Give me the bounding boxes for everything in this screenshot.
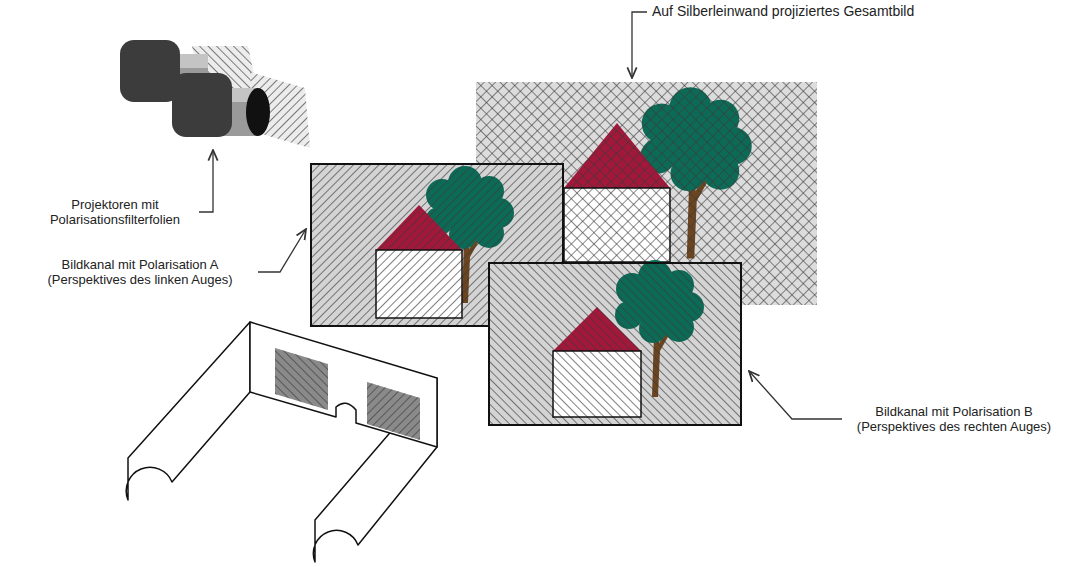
leader-arrow (749, 371, 842, 419)
glasses-frame (250, 322, 437, 447)
house-outline (553, 351, 641, 417)
projector-body (172, 73, 232, 137)
lens (367, 382, 420, 440)
right-eye-image (489, 260, 741, 425)
polarisation-glasses (126, 322, 437, 562)
projectors (120, 40, 310, 148)
callout-label: Bildkanal mit Polarisation B (Perspektiv… (848, 404, 1060, 434)
callout-label: Bildkanal mit Polarisation A (Perspektiv… (25, 257, 255, 287)
image-ground (489, 263, 741, 425)
glasses-temple (126, 322, 250, 500)
lens-hatch (275, 348, 328, 410)
callout-label: Auf Silberleinwand projiziertes Gesamtbi… (652, 4, 1052, 19)
leader-arrow (199, 150, 213, 212)
leader-lines (199, 12, 842, 419)
house-outline (564, 188, 670, 262)
hatch (489, 263, 741, 425)
callout-label: Projektoren mit Polarisationsfilterfolie… (35, 197, 195, 227)
leader-arrow (632, 12, 647, 78)
lens (275, 348, 328, 410)
house-outline (376, 250, 462, 318)
projector-body (120, 40, 180, 102)
leader-arrow (258, 229, 306, 272)
image-frame (489, 263, 741, 425)
lens-hatch (367, 382, 420, 440)
projector-lens (246, 88, 270, 136)
